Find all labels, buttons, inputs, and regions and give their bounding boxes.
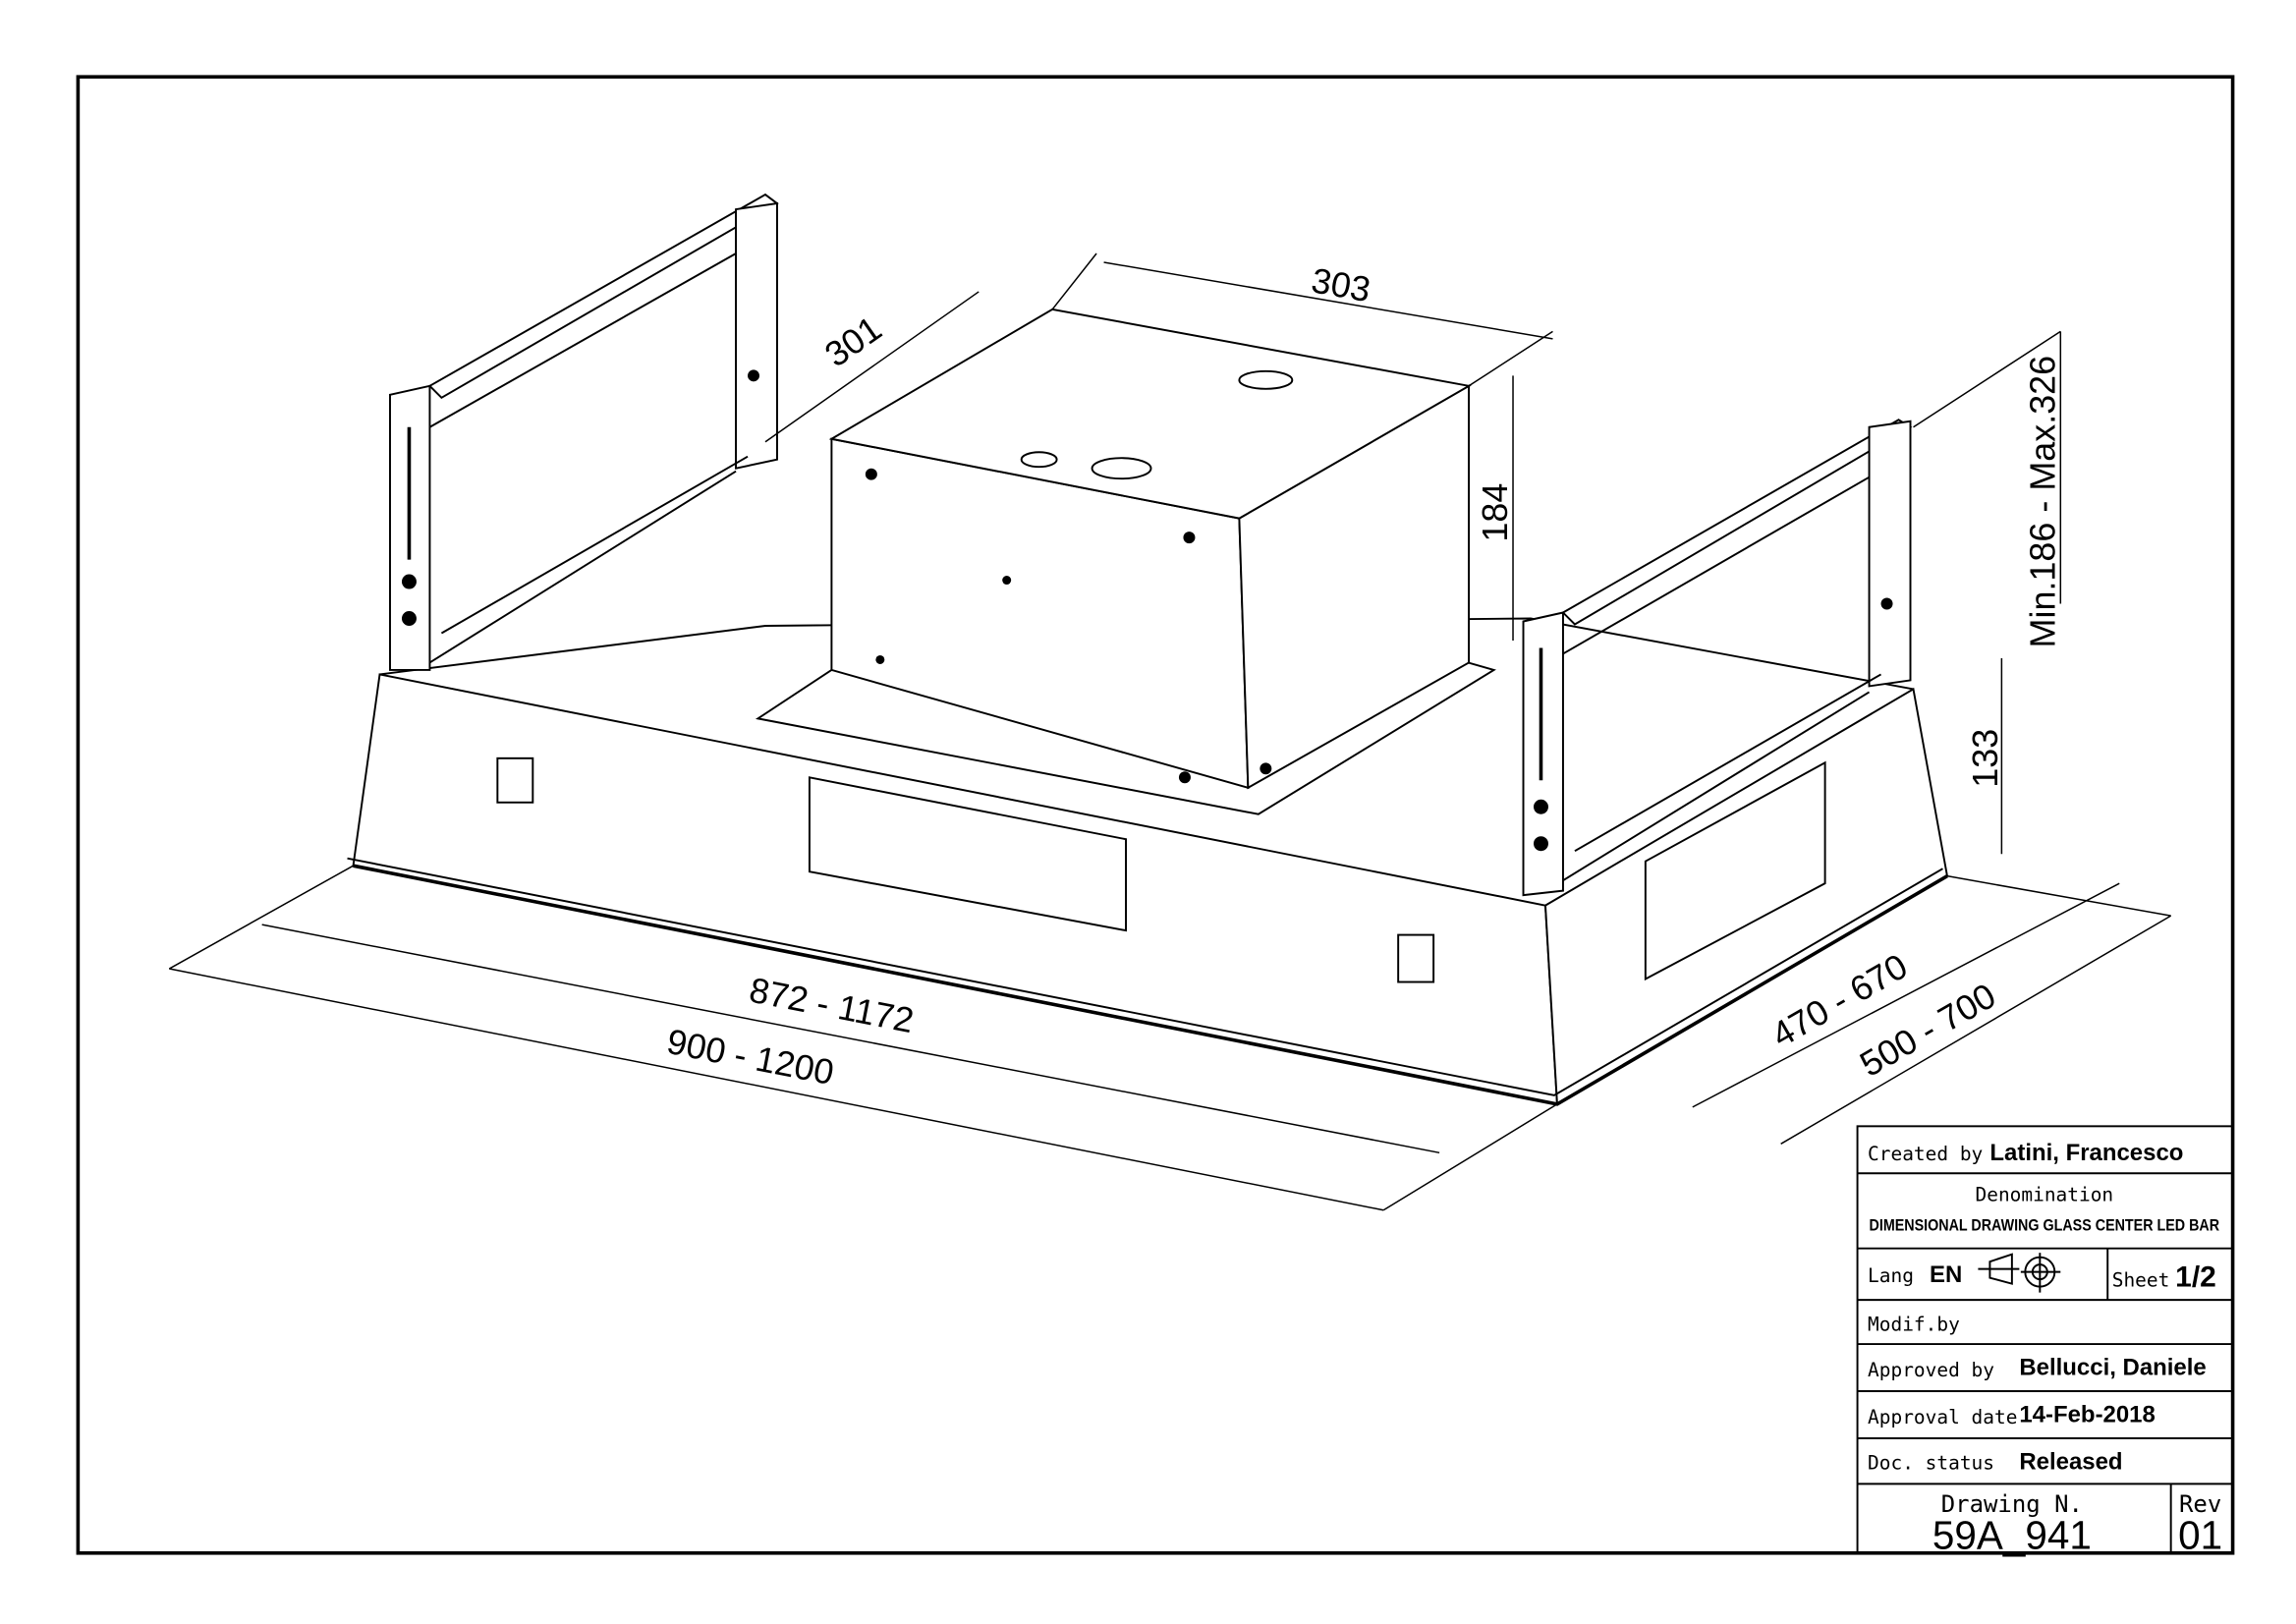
sheet-label: Sheet: [2112, 1269, 2170, 1292]
approval-date-label: Approval date: [1868, 1406, 2017, 1428]
created-by-label: Created by: [1868, 1143, 1983, 1165]
dim-body-height: 133: [1965, 729, 2005, 788]
title-block: Created by Latini, Francesco Denominatio…: [1856, 1125, 2234, 1557]
denomination-value: DIMENSIONAL DRAWING GLASS CENTER LED BAR: [1870, 1217, 2220, 1235]
created-by-value: Latini, Francesco: [1989, 1140, 2183, 1166]
rev-value: 01: [2178, 1512, 2222, 1557]
right-mounting-frame: [1522, 419, 1913, 897]
dim-inner-length: 872 - 1172: [746, 970, 917, 1041]
side-window: [1644, 760, 1826, 981]
doc-status-label: Doc. status: [1868, 1451, 1994, 1474]
dim-motor-height: 184: [1475, 483, 1515, 542]
dim-height-range: Min.186 - Max.326: [2022, 356, 2062, 648]
rev-label: Rev: [2179, 1490, 2221, 1518]
approval-date-value: 14-Feb-2018: [2019, 1401, 2155, 1428]
dim-motor-depth: 301: [817, 308, 889, 374]
approved-by-label: Approved by: [1868, 1359, 1994, 1381]
left-mounting-frame: [389, 193, 779, 671]
front-window: [808, 776, 1128, 932]
drawing-number-value: 59A_941: [1932, 1512, 2092, 1557]
lang-value: EN: [1930, 1261, 1962, 1288]
modif-by-label: Modif.by: [1868, 1314, 1960, 1336]
denomination-label: Denomination: [1976, 1184, 2114, 1206]
dimension-lines: [168, 252, 2172, 1211]
sheet-value: 1/2: [2175, 1261, 2216, 1294]
dim-motor-width: 303: [1309, 259, 1373, 309]
lang-label: Lang: [1868, 1264, 1914, 1287]
drawing-border: [76, 75, 2235, 1555]
doc-status-value: Released: [2019, 1448, 2122, 1475]
projection-symbol-icon: [1978, 1253, 2061, 1293]
drawing-number-label: Drawing N.: [1941, 1490, 2083, 1518]
approved-by-value: Bellucci, Daniele: [2019, 1355, 2206, 1381]
hood-body: [347, 617, 1949, 1106]
motor-box: [828, 308, 1472, 790]
